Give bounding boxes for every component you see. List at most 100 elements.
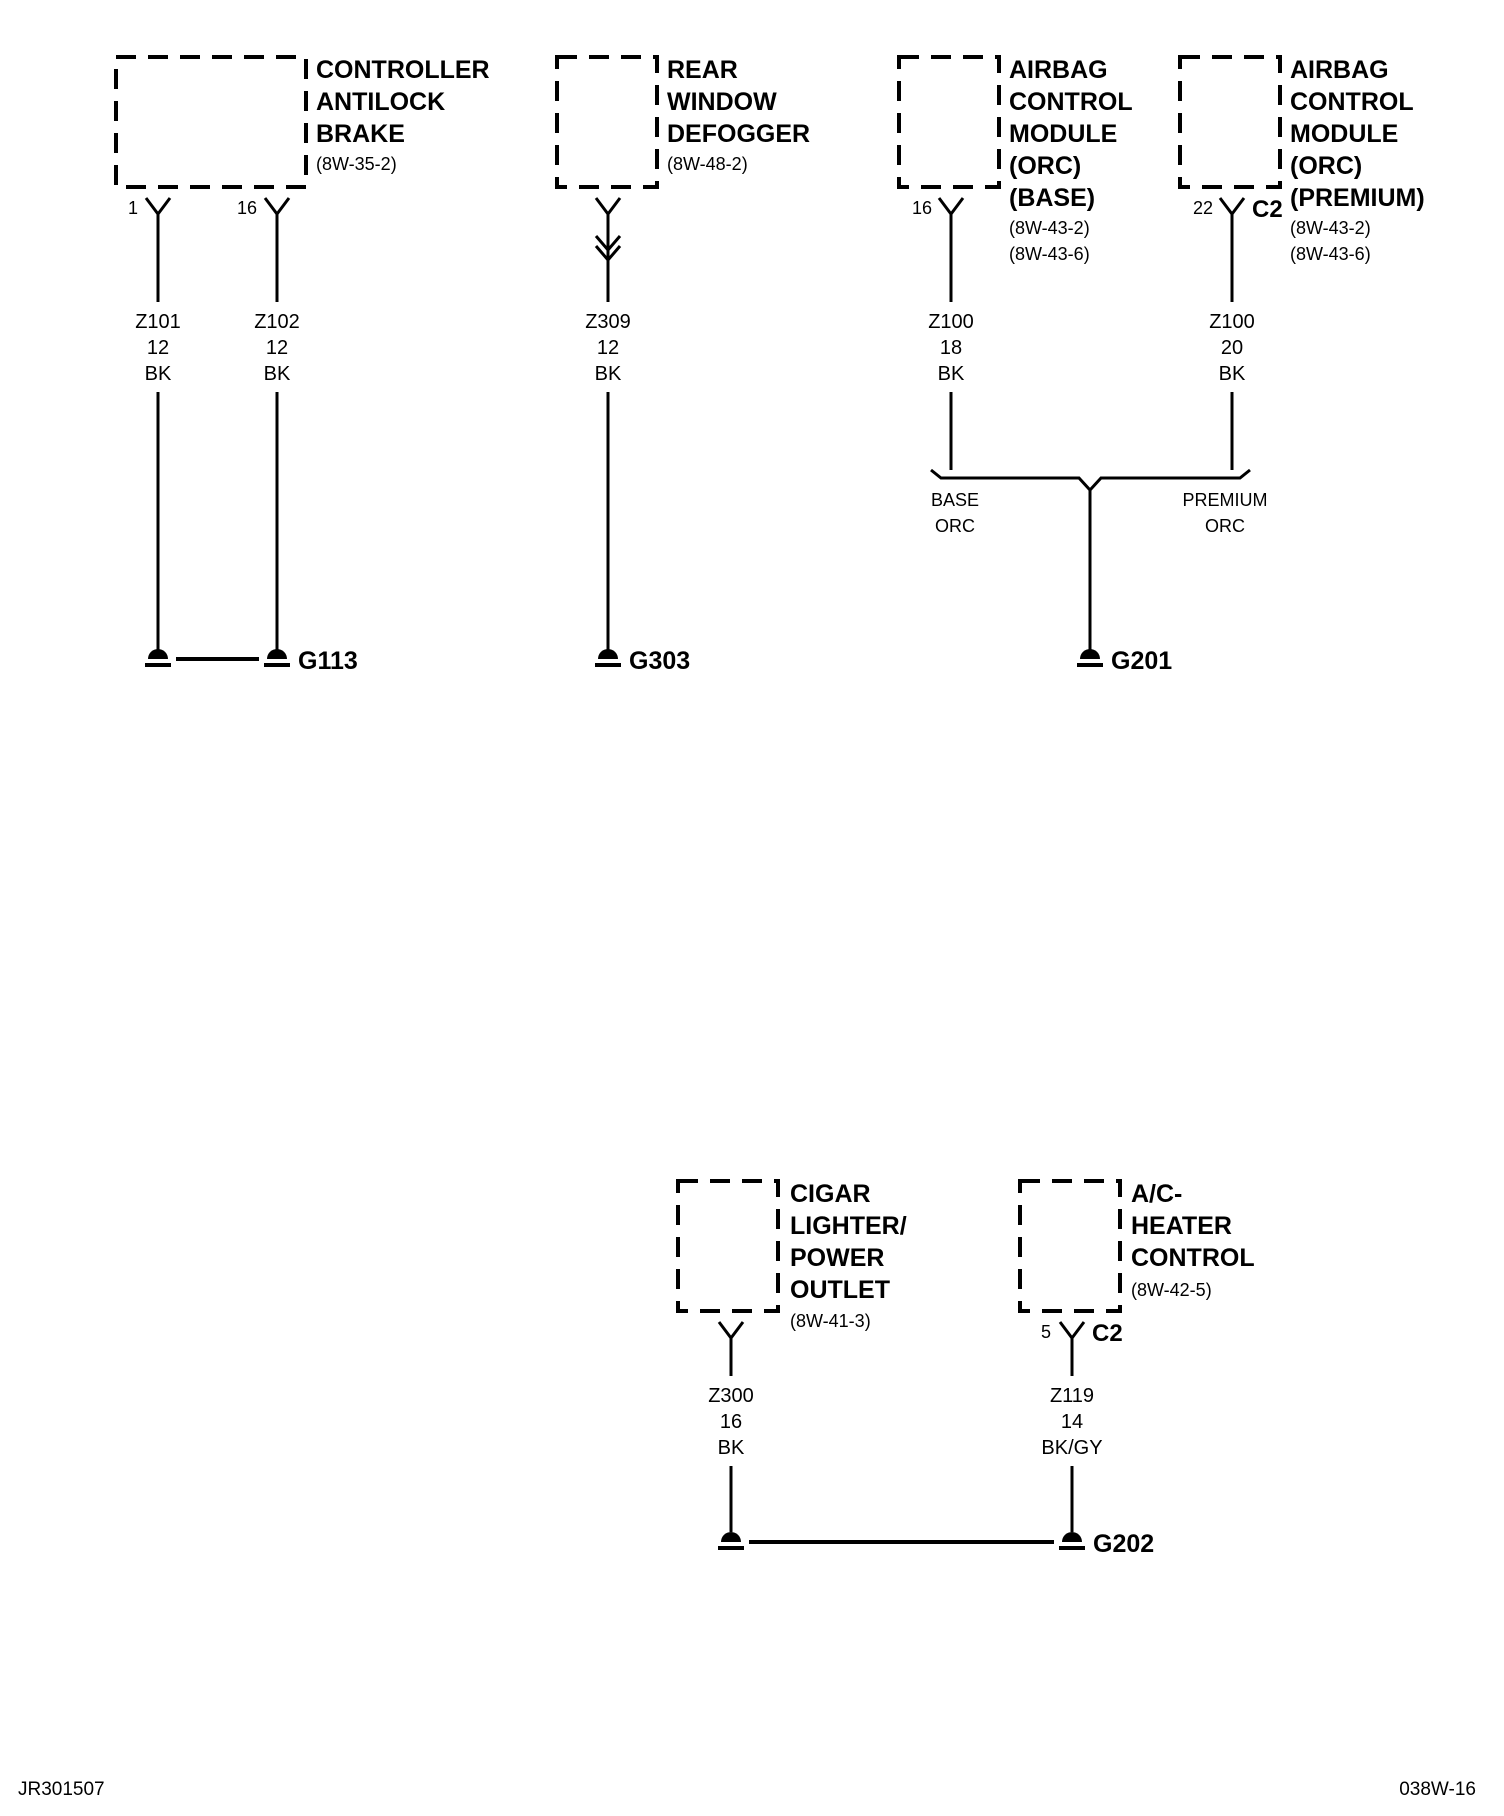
acm-base-label-3: MODULE (1009, 120, 1117, 148)
abs-module-box (114, 55, 308, 189)
wire-z100-base-color: BK (938, 363, 965, 385)
acm-base-label-5: (BASE) (1009, 184, 1095, 212)
acm-premium-label-4: (ORC) (1290, 152, 1362, 180)
ground-g201-label: G201 (1111, 647, 1172, 675)
wire-z300-color: BK (718, 1437, 745, 1459)
hvac-connector: C2 (1092, 1320, 1123, 1347)
wire-z102-gauge: 12 (266, 337, 288, 359)
footer-left-id: JR301507 (18, 1779, 105, 1800)
wire-z102-color: BK (264, 363, 291, 385)
defogger-module: REAR WINDOW DEFOGGER (8W-48-2) (555, 55, 810, 263)
acm-base-label-2: CONTROL (1009, 88, 1133, 116)
ground-g113-symbol-left (148, 649, 168, 659)
ground-g113-symbol-right (267, 649, 287, 659)
ground-g202-symbol-right (1062, 1532, 1082, 1542)
abs-pin-16: 16 (237, 198, 257, 218)
acm-base-ref-2: (8W-43-6) (1009, 244, 1090, 264)
acm-base-module: AIRBAG CONTROL MODULE (ORC) (BASE) (8W-4… (897, 55, 1133, 264)
ground-g303-symbol (598, 649, 618, 659)
acm-premium-pin-22: 22 (1193, 198, 1213, 218)
cigar-label-2: LIGHTER/ (790, 1212, 907, 1240)
hvac-control-module: A/C- HEATER CONTROL (8W-42-5) 5 C2 (1018, 1179, 1255, 1347)
hvac-pin-5: 5 (1041, 1322, 1051, 1342)
hvac-ref: (8W-42-5) (1131, 1280, 1212, 1300)
cigar-lighter-module: CIGAR LIGHTER/ POWER OUTLET (8W-41-3) (676, 1179, 907, 1341)
abs-label-3: BRAKE (316, 120, 405, 148)
option-base-line-1: BASE (931, 490, 979, 510)
acm-premium-label-2: CONTROL (1290, 88, 1414, 116)
wire-z100-base-circuit: Z100 (928, 311, 974, 333)
cigar-ref: (8W-41-3) (790, 1311, 871, 1331)
abs-pin-1: 1 (128, 198, 138, 218)
abs-ref: (8W-35-2) (316, 154, 397, 174)
ground-g113: G113 (145, 647, 358, 675)
defogger-label-3: DEFOGGER (667, 120, 810, 148)
wire-z100-premium-gauge: 20 (1221, 337, 1243, 359)
ground-g202-label: G202 (1093, 1530, 1154, 1558)
acm-premium-label-5: (PREMIUM) (1290, 184, 1425, 212)
option-bracket-line (930, 468, 1251, 493)
ground-g201: G201 (1077, 647, 1172, 675)
acm-base-ref-1: (8W-43-2) (1009, 218, 1090, 238)
footer-right-id: 038W-16 (1399, 1779, 1476, 1800)
wire-z309-circuit: Z309 (585, 311, 631, 333)
acm-premium-ref-2: (8W-43-6) (1290, 244, 1371, 264)
acm-base-box (897, 55, 1001, 189)
abs-pin-1-terminal (144, 197, 172, 217)
hvac-label-2: HEATER (1131, 1212, 1232, 1240)
wire-z102-circuit: Z102 (254, 311, 300, 333)
ground-g303-label: G303 (629, 647, 690, 675)
acm-premium-ref-1: (8W-43-2) (1290, 218, 1371, 238)
wire-z309-color: BK (595, 363, 622, 385)
cigar-lighter-box (676, 1179, 780, 1313)
acm-base-label-1: AIRBAG (1009, 56, 1108, 84)
abs-module: CONTROLLER ANTILOCK BRAKE (8W-35-2) 1 16 (114, 55, 490, 218)
ground-g202: G202 (718, 1530, 1154, 1558)
ground-g202-symbol-left (721, 1532, 741, 1542)
cigar-label-4: OUTLET (790, 1276, 890, 1304)
wire-z101-color: BK (145, 363, 172, 385)
wire-z309-gauge: 12 (597, 337, 619, 359)
acm-premium-box (1178, 55, 1282, 189)
wire-z119-gauge: 14 (1061, 1411, 1083, 1433)
wire-z101-gauge: 12 (147, 337, 169, 359)
defogger-module-box (555, 55, 659, 189)
acm-premium-module: AIRBAG CONTROL MODULE (ORC) (PREMIUM) (8… (1178, 55, 1425, 264)
hvac-label-3: CONTROL (1131, 1244, 1255, 1272)
ground-g303: G303 (595, 647, 690, 675)
cigar-label-3: POWER (790, 1244, 884, 1272)
ground-g201-symbol (1080, 649, 1100, 659)
option-premium-line-2: ORC (1205, 516, 1245, 536)
defogger-terminal (594, 197, 622, 217)
abs-pin-16-terminal (263, 197, 291, 217)
defogger-ref: (8W-48-2) (667, 154, 748, 174)
wire-z101-circuit: Z101 (135, 311, 181, 333)
option-premium-line-1: PREMIUM (1183, 490, 1268, 510)
wire-z100-premium-color: BK (1219, 363, 1246, 385)
cigar-terminal (717, 1321, 745, 1341)
acm-premium-label-1: AIRBAG (1290, 56, 1389, 84)
option-base-line-2: ORC (935, 516, 975, 536)
ground-g113-label: G113 (298, 647, 358, 675)
abs-label-1: CONTROLLER (316, 56, 490, 84)
wire-z300-gauge: 16 (720, 1411, 742, 1433)
wire-z119-circuit: Z119 (1050, 1385, 1094, 1407)
acm-base-label-4: (ORC) (1009, 152, 1081, 180)
wire-z119-color: BK/GY (1041, 1437, 1102, 1459)
wire-z100-base-gauge: 18 (940, 337, 962, 359)
acm-base-pin-16-terminal (937, 197, 965, 217)
acm-base-pin-16: 16 (912, 198, 932, 218)
hvac-label-1: A/C- (1131, 1180, 1182, 1208)
cigar-label-1: CIGAR (790, 1180, 871, 1208)
wire-z100-premium-circuit: Z100 (1209, 311, 1255, 333)
acm-premium-connector: C2 (1252, 196, 1283, 223)
wire-z300-circuit: Z300 (708, 1385, 754, 1407)
hvac-pin-5-terminal (1058, 1321, 1086, 1341)
acm-premium-label-3: MODULE (1290, 120, 1398, 148)
abs-label-2: ANTILOCK (316, 88, 445, 116)
option-bracket: BASE ORC PREMIUM ORC (930, 468, 1268, 536)
defogger-label-2: WINDOW (667, 88, 777, 116)
acm-premium-pin-22-terminal (1218, 197, 1246, 217)
defogger-label-1: REAR (667, 56, 738, 84)
